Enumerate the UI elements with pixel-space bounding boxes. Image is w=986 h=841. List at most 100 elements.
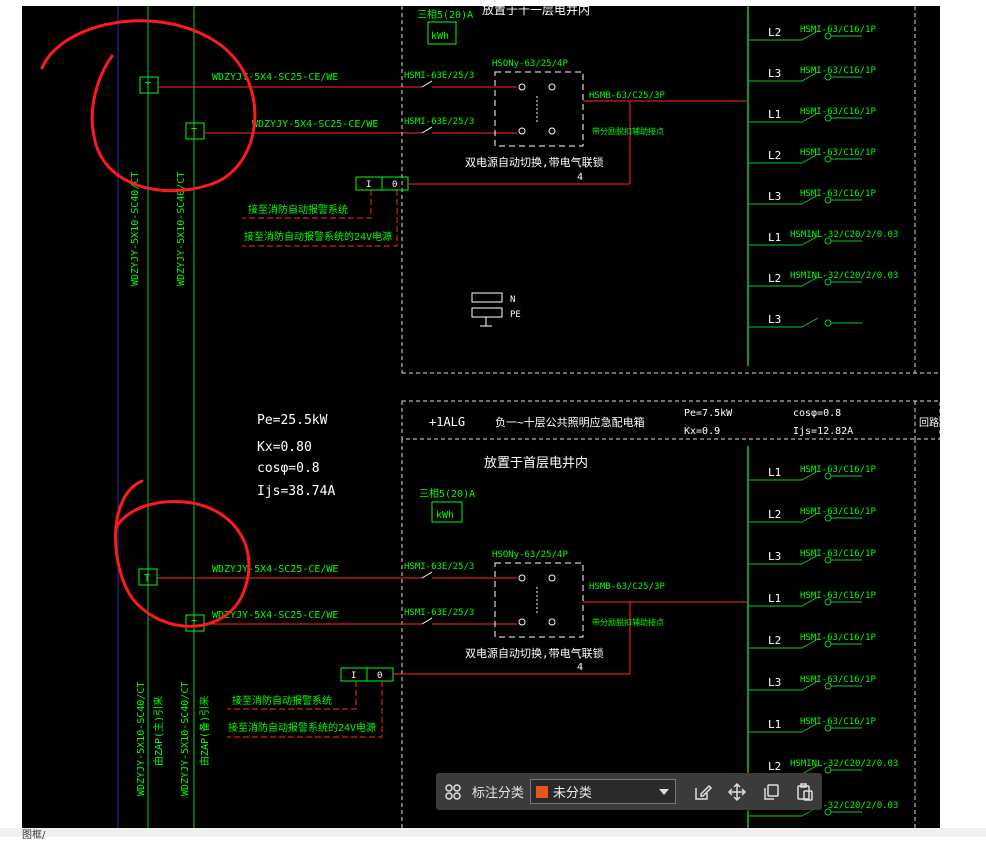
- lower-feeder-switch: [801, 554, 819, 565]
- upper-panel-note: 放置于十一层电井内: [482, 6, 590, 17]
- upper-switch-on: I: [366, 180, 371, 190]
- annotation-toolbar: 标注分类 未分类: [436, 773, 822, 810]
- lower-ats-contact-3: [518, 618, 526, 626]
- upper-riser-1-label: WDZYJY-5X10-SC40/CT: [130, 172, 141, 286]
- upper-breaker-out: HSMB-63/C25/3P: [589, 91, 665, 101]
- upper-breaker-in-1-symbol: [421, 80, 433, 88]
- lower-tap-box-1: [138, 568, 158, 586]
- upper-feeder-row: L3: [748, 313, 862, 328]
- lower-ats-mark: 4: [577, 662, 583, 673]
- edit-icon[interactable]: [686, 773, 720, 810]
- lower-feeder-phase: L1: [768, 718, 781, 731]
- upper-feeder-phase: L1: [768, 108, 781, 121]
- lower-switch-on: I: [351, 671, 356, 681]
- upper-feeder-phase: L2: [768, 26, 781, 39]
- grid-icon[interactable]: [436, 773, 470, 810]
- lower-fire-leader-2: [227, 681, 383, 738]
- lower-ijs: Ijs=12.82A: [793, 426, 853, 437]
- upper-feeder-switch: [801, 317, 819, 328]
- paste-icon[interactable]: [788, 773, 822, 810]
- upper-switch-off: 0: [392, 180, 397, 190]
- upper-feeder-row: L3 HSMI-63/C16/1P: [748, 189, 876, 205]
- n-terminal: [471, 292, 503, 303]
- lower-feeder-phase: L1: [768, 592, 781, 605]
- lower-feeder-breaker: HSMI-63/C16/1P: [800, 675, 876, 685]
- upper-ats-contact-3: [518, 127, 526, 135]
- lower-feeder-breaker: HSMI-63/C16/1P: [800, 717, 876, 727]
- upper-ats-label: HSONy-63/25/4P: [492, 59, 568, 69]
- annotation-circle-upper[interactable]: [40, 19, 257, 193]
- lower-breaker-in-2: HSMI-63E/25/3: [404, 608, 474, 618]
- lower-switch-off: 0: [377, 671, 382, 681]
- upper-feeder-phase: L2: [768, 149, 781, 162]
- lower-feeder-switch: [801, 470, 819, 481]
- lower-ats-box: [494, 562, 584, 638]
- copy-icon[interactable]: [754, 773, 788, 810]
- upper-feeder-switch: [801, 276, 819, 287]
- toolbar-label: 标注分类: [471, 785, 524, 800]
- upper-tap-box-1-mark: T: [145, 81, 151, 92]
- load-ijs: Ijs=38.74A: [257, 484, 335, 499]
- upper-riser-2-label: WDZYJY-5X10-SC40/CT: [176, 172, 187, 286]
- lower-feeder-switch: [801, 722, 819, 733]
- lower-fire-alarm-2: 接至消防自动报警系统的24V电源: [228, 721, 376, 734]
- upper-feeder-phase: L3: [768, 190, 781, 203]
- lower-panel-note: 放置于首层电井内: [484, 455, 588, 471]
- upper-feeder-phase: L3: [768, 67, 781, 80]
- chevron-down-icon: [659, 788, 670, 795]
- n-label: N: [510, 295, 515, 305]
- upper-meter-box: [427, 21, 457, 45]
- upper-meter-unit: kWh: [431, 31, 449, 42]
- annotation-circle-lower[interactable]: [114, 479, 251, 628]
- upper-cable-label-2: WDZYJY-5X4-SC25-CE/WE: [252, 119, 378, 130]
- upper-feeder-switch: [801, 235, 819, 246]
- lower-meter-label: 三相5(20)A: [419, 487, 475, 500]
- upper-breaker-in-2-symbol: [421, 126, 433, 134]
- lower-feeder-phase: L2: [768, 508, 781, 521]
- upper-feeder-breaker: HSMI-63/C16/1P: [800, 107, 876, 117]
- cad-drawing[interactable]: WDZYJY-5X10-SC40/CT WDZYJY-5X10-SC40/CT …: [22, 6, 940, 828]
- pe-terminal: [471, 307, 503, 318]
- lower-meter-unit: kWh: [436, 510, 454, 521]
- upper-tap-box-2-mark: T: [191, 127, 197, 138]
- upper-fire-leader-1: [242, 190, 372, 219]
- lower-ats-desc: 双电源自动切换,带电气联锁: [465, 646, 604, 660]
- lower-header-box: [401, 400, 940, 440]
- lower-feeder-breaker: HSMI-63/C16/1P: [800, 549, 876, 559]
- lower-fire-leader-1: [227, 681, 357, 710]
- upper-feeder-breaker: HSMI-63/C16/1P: [800, 189, 876, 199]
- lower-feeder-switch: [801, 638, 819, 649]
- lower-kx: Kx=0.9: [684, 426, 720, 437]
- load-pe: Pe=25.5kW: [257, 413, 328, 428]
- upper-feeder-breaker: HSMINL-32/C20/2/0.03: [790, 230, 898, 240]
- lower-ats-label: HSONy-63/25/4P: [492, 550, 568, 560]
- upper-feeder-phase: L3: [768, 313, 781, 326]
- lower-riser-2-label: WDZYJY-5X10-SC40/CT: [180, 682, 191, 796]
- lower-circuit-col: 回路编: [919, 416, 940, 429]
- lower-panel-id: +1ALG: [429, 415, 465, 429]
- lower-feeder-phase: L3: [768, 676, 781, 689]
- cad-canvas[interactable]: WDZYJY-5X10-SC40/CT WDZYJY-5X10-SC40/CT …: [22, 6, 940, 828]
- category-select[interactable]: 未分类: [529, 779, 677, 804]
- upper-feeder-switch: [801, 71, 819, 82]
- lower-riser-2-note: 由ZAP(备)引来: [198, 696, 211, 766]
- lower-feeder-row: L2 HSMI-63/C16/1P: [748, 507, 876, 523]
- lower-feeder-breaker: HSMI-63/C16/1P: [800, 507, 876, 517]
- lower-feeder-row: L1 HSMI-63/C16/1P: [748, 717, 876, 733]
- lower-breaker-in-1: HSMI-63E/25/3: [404, 562, 474, 572]
- lower-fire-alarm-1: 接至消防自动报警系统: [232, 694, 332, 707]
- upper-feeder-switch: [801, 153, 819, 164]
- upper-feeder-switch: [801, 112, 819, 123]
- move-icon[interactable]: [720, 773, 754, 810]
- upper-cable-label-1: WDZYJY-5X4-SC25-CE/WE: [212, 72, 338, 83]
- lower-feeder-breaker: HSMINL-32/C20/2/0.03: [790, 801, 898, 811]
- lower-feeder-row: L3 HSMI-63/C16/1P: [748, 675, 876, 691]
